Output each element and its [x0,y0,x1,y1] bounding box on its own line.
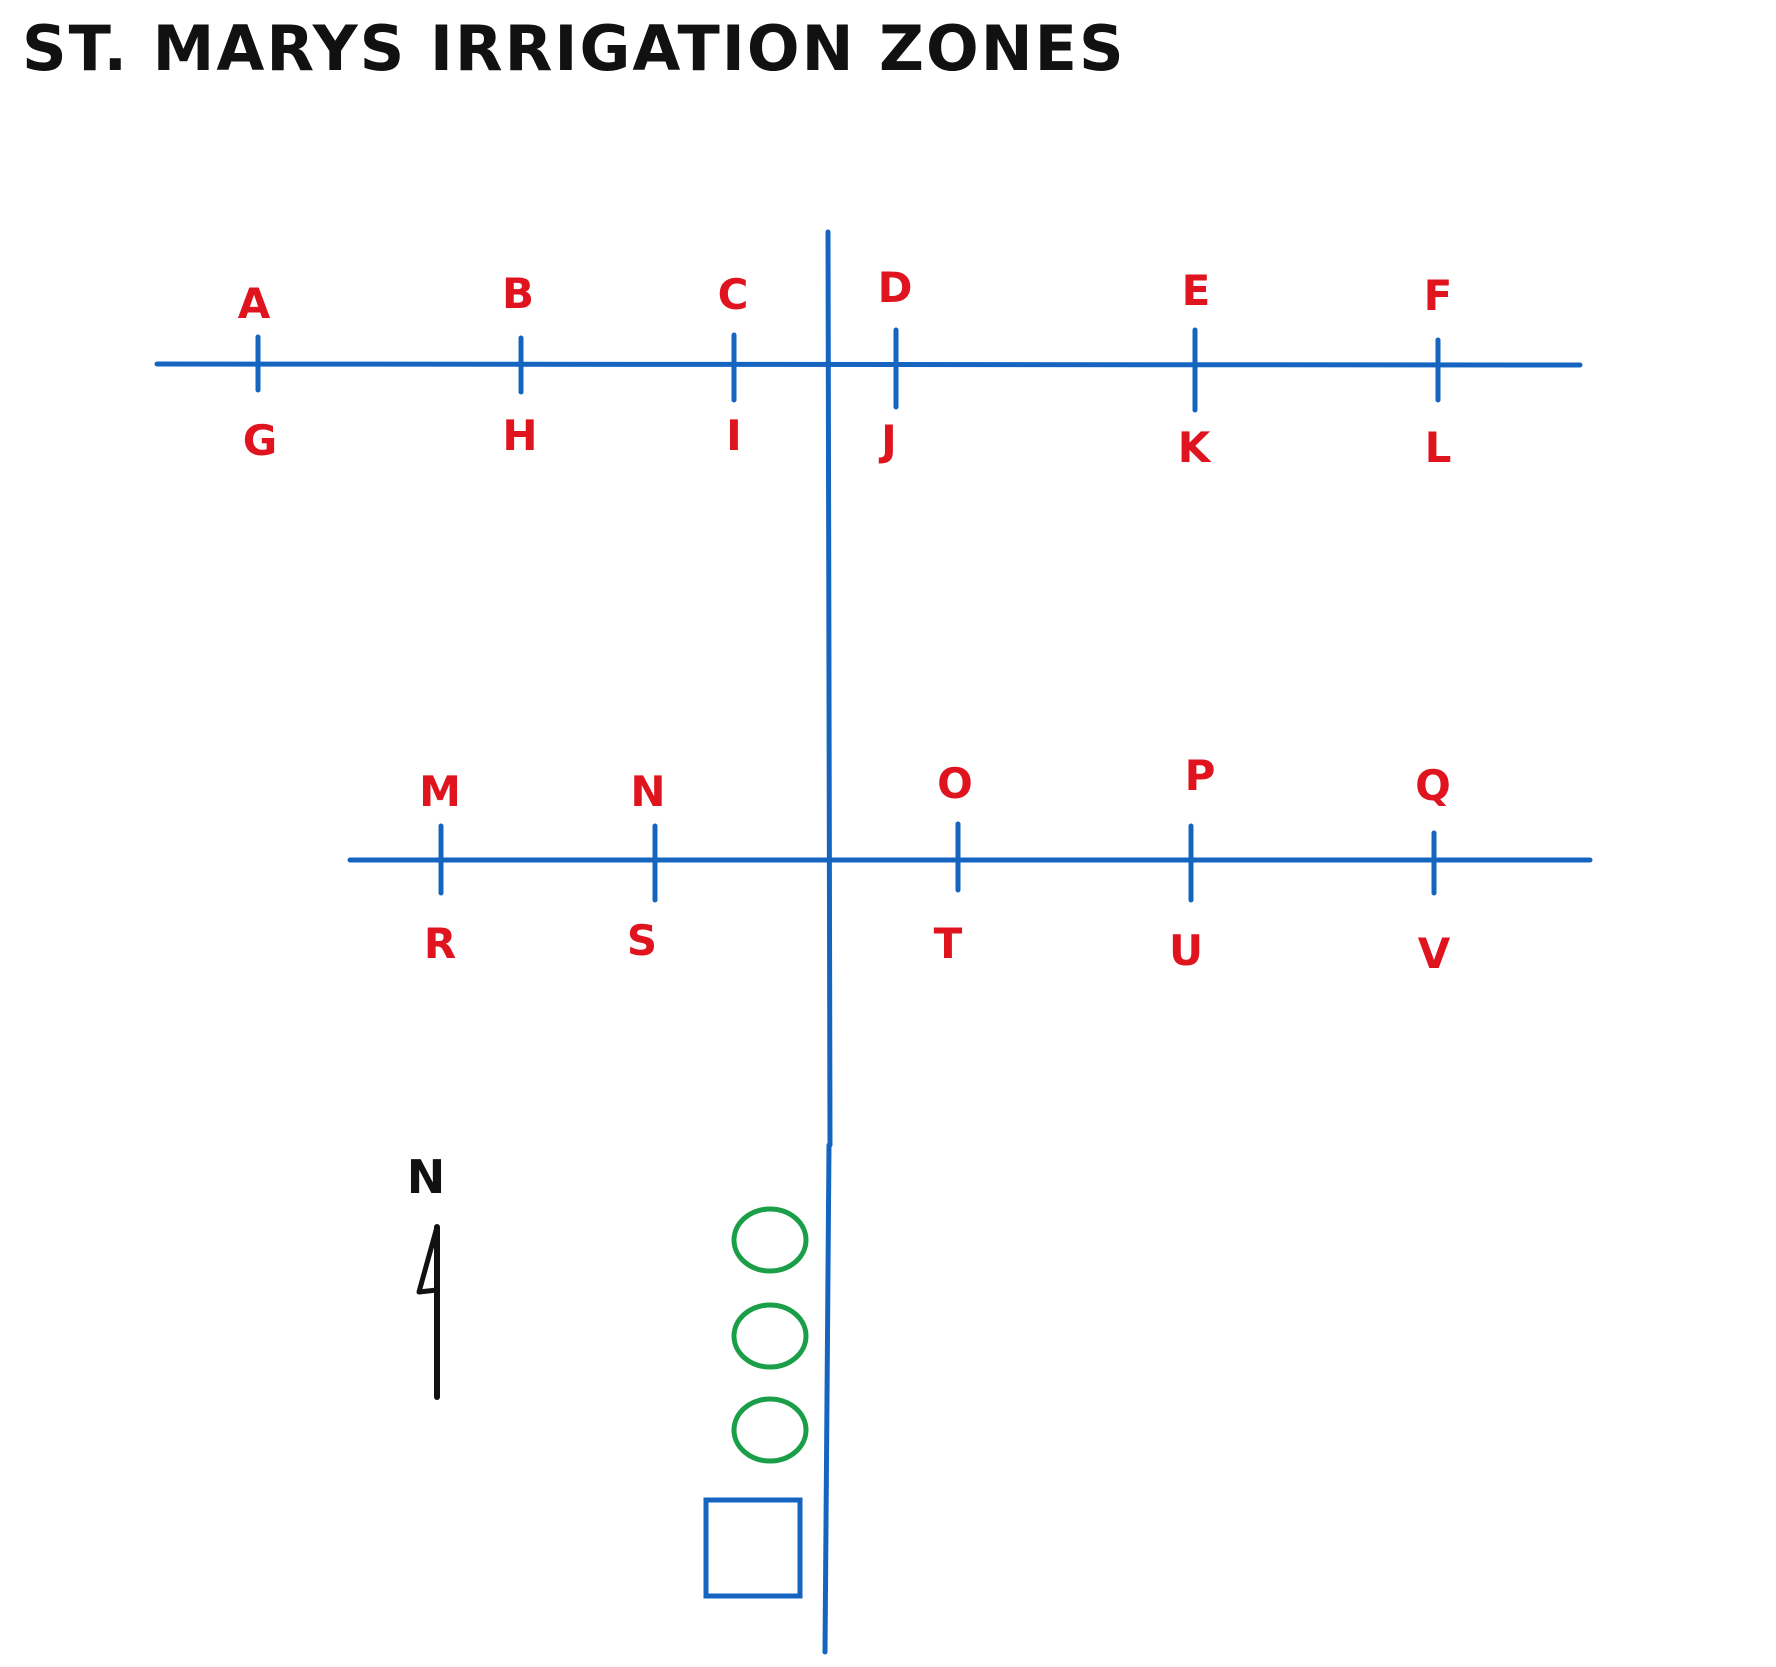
zone-label-f: F [1424,271,1453,320]
zone-label-e: E [1182,266,1211,315]
zone-label-v: V [1418,929,1451,978]
circle-icon [731,1396,809,1464]
main-pipe-upper [825,229,833,1148]
zone-label-d: D [878,263,913,312]
zone-label-u: U [1169,926,1203,975]
zone-label-a: A [238,279,271,328]
zone-label-h: H [502,411,537,460]
north-arrow-icon [416,1224,440,1400]
upper-lateral-pipe [154,361,1583,368]
circle-icon [731,1302,809,1370]
zone-label-q: Q [1415,761,1451,810]
zone-label-r: R [424,919,456,968]
zone-label-o: O [937,759,973,808]
zone-label-k: K [1178,423,1212,472]
main-pipe-lower [822,1142,832,1655]
zone-label-n: N [630,767,665,816]
north-label: N [407,1150,446,1204]
zone-label-l: L [1425,423,1452,472]
zone-label-c: C [718,270,749,319]
circle-icon [731,1206,809,1274]
zone-label-p: P [1185,751,1216,800]
zone-label-b: B [502,269,534,318]
zone-label-i: I [726,411,742,460]
zone-label-s: S [627,916,657,965]
zone-label-m: M [419,767,461,816]
zone-label-j: J [878,416,897,465]
page-title: ST. MARYS IRRIGATION ZONES [22,12,1126,85]
zone-label-t: T [934,919,963,968]
square-icon [703,1497,803,1599]
zone-label-g: G [243,416,277,465]
